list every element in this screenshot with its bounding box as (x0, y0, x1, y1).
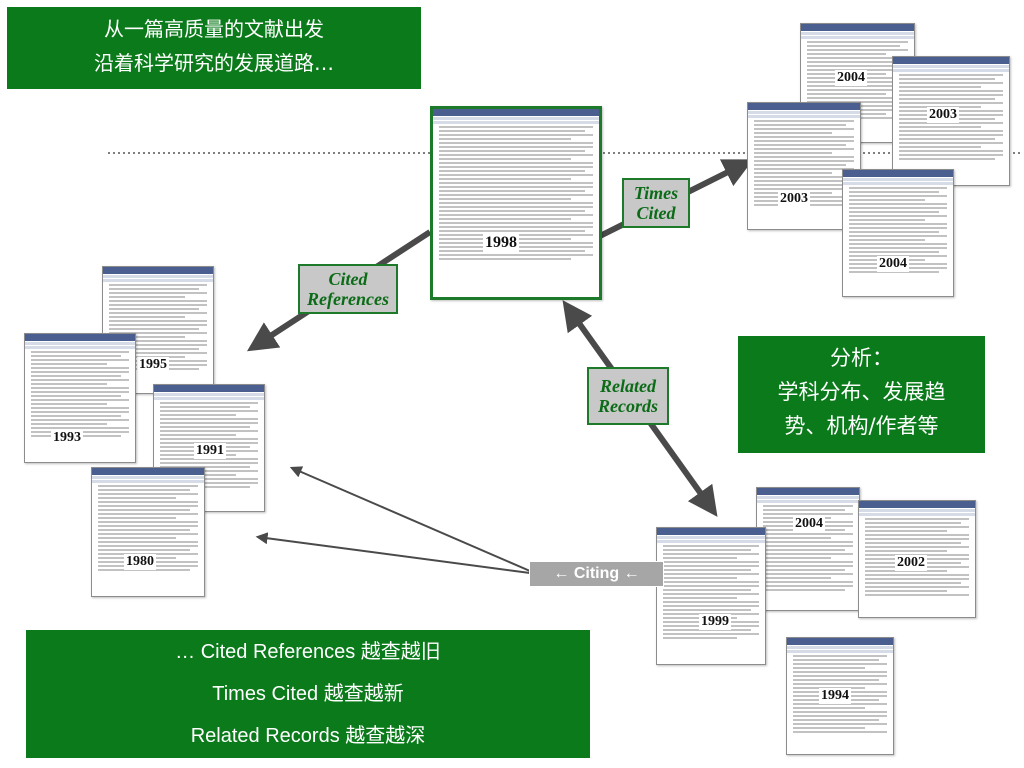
label-times-cited: Times Cited (622, 178, 690, 228)
document-year-label: 1991 (194, 443, 226, 459)
document-related-1999: 1999 (656, 527, 766, 665)
document-year-label: 1994 (819, 688, 851, 704)
document-year-label: 1998 (483, 234, 519, 252)
arrow-citing-upper (289, 466, 531, 572)
document-center: 1998 (430, 106, 602, 300)
document-year-label: 2004 (793, 516, 825, 532)
document-year-label: 1999 (699, 614, 731, 630)
document-related-2002: 2002 (858, 500, 976, 618)
title-line-1: 从一篇高质量的文献出发 (104, 17, 324, 41)
document-cited-1993: 1993 (24, 333, 136, 463)
label-times-cited-line-1: Times (633, 183, 679, 203)
analysis-heading: 分析： (830, 346, 893, 370)
document-times-cited-2003a: 2003 (892, 56, 1010, 186)
summary-line-1: … Cited References 越查越旧 (175, 641, 441, 663)
analysis-line-2: 势、机构/作者等 (784, 414, 939, 438)
document-year-label: 2003 (927, 107, 959, 123)
document-cited-1980: 1980 (91, 467, 205, 597)
label-cited-references-line-1: Cited (328, 269, 368, 289)
summary-box: … Cited References 越查越旧 Times Cited 越查越新… (26, 630, 590, 758)
label-cited-references-line-2: References (307, 289, 389, 309)
label-cited-references: Cited References (298, 264, 398, 314)
label-related-records-line-1: Related (600, 376, 656, 396)
document-year-label: 2004 (835, 70, 867, 86)
document-year-label: 2004 (877, 256, 909, 272)
document-related-2004: 2004 (756, 487, 860, 611)
analysis-box: 分析： 学科分布、发展趋 势、机构/作者等 (738, 336, 985, 453)
summary-line-2: Times Cited 越查越新 (212, 683, 404, 705)
title-box: 从一篇高质量的文献出发 沿着科学研究的发展道路… (7, 7, 421, 89)
document-times-cited-2003b: 2003 (747, 102, 861, 230)
label-related-records: Related Records (587, 367, 669, 425)
document-year-label: 1993 (51, 430, 83, 446)
analysis-line-1: 学科分布、发展趋 (777, 380, 946, 404)
label-related-records-line-2: Records (598, 396, 658, 416)
document-year-label: 2003 (778, 191, 810, 207)
document-year-label: 1980 (124, 554, 156, 570)
title-line-2: 沿着科学研究的发展道路… (94, 51, 334, 75)
document-cited-1991: 1991 (153, 384, 265, 512)
document-year-label: 1995 (137, 357, 169, 373)
document-related-1994: 1994 (786, 637, 894, 755)
document-year-label: 2002 (895, 555, 927, 571)
document-times-cited-2004b: 2004 (842, 169, 954, 297)
label-times-cited-line-2: Cited (636, 203, 676, 223)
label-citing: ← Citing ← (529, 561, 664, 587)
arrow-citing-lower (255, 532, 531, 574)
summary-line-3: Related Records 越查越深 (190, 725, 426, 747)
